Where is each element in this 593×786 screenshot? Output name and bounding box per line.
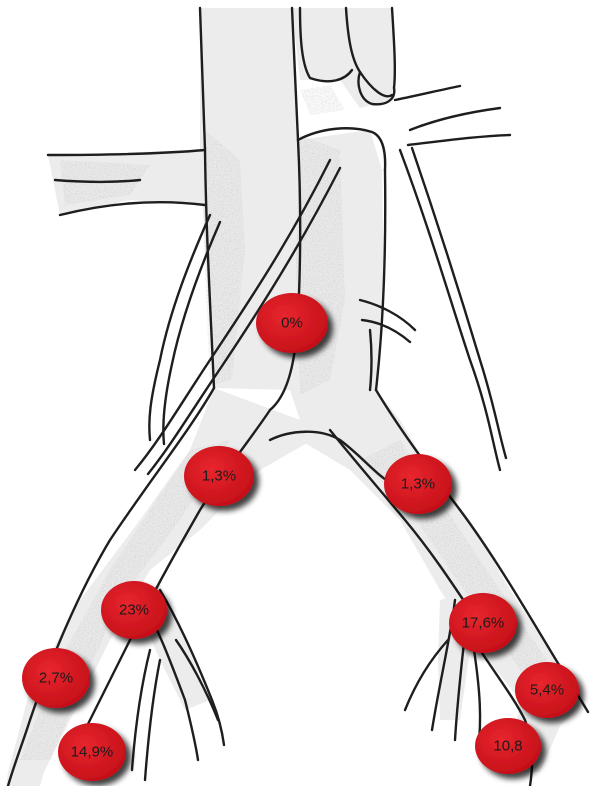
vessel-fills (6, 8, 585, 786)
badge-internal-iliac-right-label: 23% (119, 602, 149, 619)
internal-branch-left-d (145, 660, 160, 780)
badge-internal-iliac-left: 17,6% (449, 593, 517, 653)
badge-common-iliac-left: 1,3% (384, 454, 452, 514)
badge-aorta: 0% (256, 293, 328, 353)
badge-distal-right-label: 14,9% (71, 744, 114, 761)
badge-aorta-label: 0% (281, 315, 303, 332)
badge-external-iliac-right-label: 2,7% (39, 670, 73, 687)
badge-external-iliac-left: 5,4% (515, 662, 579, 718)
badge-common-iliac-right-label: 1,3% (202, 468, 236, 485)
right-thin-vessel-c (410, 108, 500, 130)
badge-external-iliac-right: 2,7% (22, 648, 90, 708)
badge-common-iliac-left-label: 1,3% (401, 476, 435, 493)
right-thin-vessel-a (400, 150, 500, 470)
badge-external-iliac-left-label: 5,4% (530, 682, 564, 699)
badge-distal-left: 10,8 (475, 718, 541, 774)
right-thin-vessel-b (412, 148, 506, 458)
badge-distal-right: 14,9% (58, 723, 126, 781)
badge-distal-left-label: 10,8 (493, 738, 522, 755)
badge-internal-iliac-left-label: 17,6% (462, 615, 505, 632)
badge-internal-iliac-right: 23% (101, 581, 167, 639)
right-thin-vessel-d (408, 135, 510, 145)
badge-common-iliac-right: 1,3% (184, 446, 254, 506)
right-thin-vessel-e (395, 86, 460, 100)
